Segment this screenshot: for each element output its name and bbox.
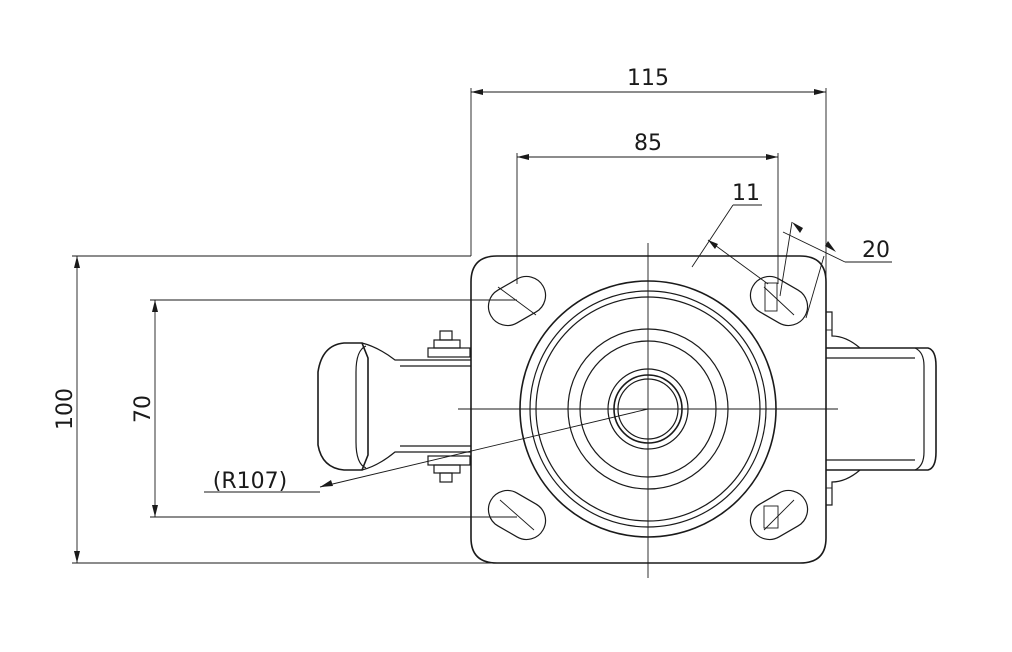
mounting-slot-bottom-left — [487, 489, 547, 541]
dimension-115: 115 — [470, 66, 827, 300]
wheel — [826, 311, 937, 506]
label-11: 11 — [732, 181, 760, 206]
label-115: 115 — [627, 66, 669, 91]
label-70: 70 — [131, 395, 156, 423]
top-plate — [470, 255, 827, 564]
dimension-100: 100 — [53, 255, 780, 564]
dimension-11: 11 — [691, 181, 769, 285]
dimension-r107: (R107) — [204, 408, 649, 494]
label-85: 85 — [634, 131, 662, 156]
mounting-slot-top-right — [749, 275, 809, 327]
dimension-70: 70 — [131, 299, 517, 518]
dimension-20: 20 — [779, 221, 892, 319]
center-lines — [458, 243, 838, 578]
brake-pedal — [317, 330, 471, 483]
dimension-85: 85 — [516, 131, 779, 284]
label-20: 20 — [862, 238, 890, 263]
label-100: 100 — [53, 388, 78, 430]
label-r107: (R107) — [213, 469, 287, 494]
mounting-slot-top-left — [487, 275, 547, 327]
mounting-slot-bottom-right — [749, 489, 809, 541]
